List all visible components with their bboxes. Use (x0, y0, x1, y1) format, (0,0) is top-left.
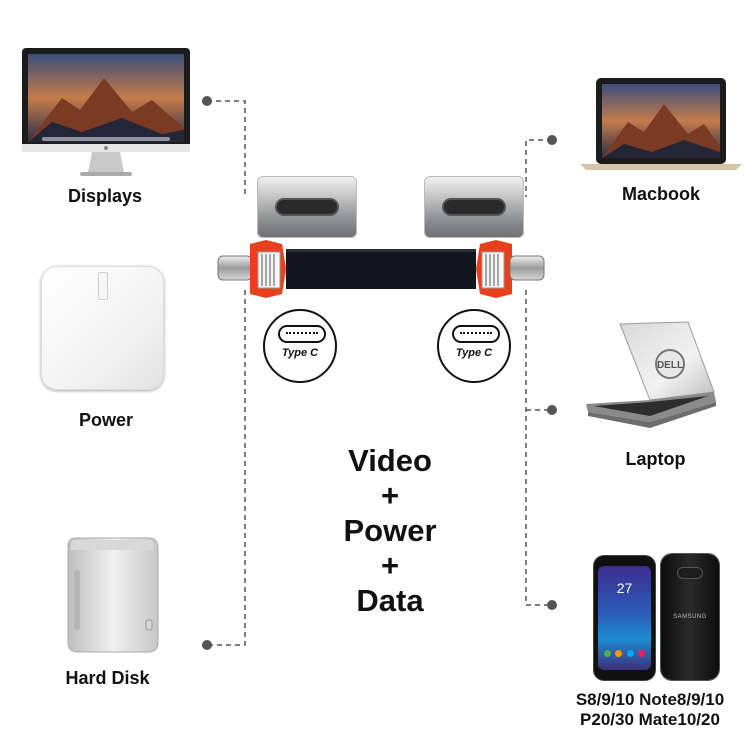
macbook-label: Macbook (621, 184, 700, 204)
phone-front-image: 27 (594, 556, 655, 680)
usb-c-port-slot (277, 200, 337, 214)
power-label: Power (78, 410, 134, 430)
power-adapter-prong (98, 272, 108, 300)
usb-c-outline-icon (452, 325, 500, 343)
app-icon (626, 650, 634, 657)
phone-back-image: SAMSUNG (661, 554, 719, 680)
port-closeup-right (424, 176, 524, 238)
camera-icon (678, 568, 702, 578)
usb-c-port-slot (444, 200, 504, 214)
feature-plus-2: + (380, 548, 400, 583)
app-icon (615, 650, 623, 657)
displays-label: Displays (67, 186, 143, 206)
type-c-badge-label: Type C (281, 347, 319, 359)
phone-app-row (604, 650, 645, 658)
hard-disk-image (67, 537, 159, 653)
usb-c-ribbon-cable (217, 240, 545, 298)
connector-dot-phones (547, 600, 557, 610)
type-c-badge-right: Type C (437, 309, 511, 383)
type-c-badge-label: Type C (455, 347, 493, 359)
feature-plus-1: + (380, 478, 400, 513)
laptop-label: Laptop (625, 449, 686, 469)
connector-dot-macbook (547, 135, 557, 145)
port-closeup-left (257, 176, 357, 238)
power-adapter-image (41, 266, 164, 390)
phone-brand-text: SAMSUNG (673, 614, 707, 620)
connector-dot-hard-disk (202, 640, 212, 650)
svg-text:DELL: DELL (657, 360, 683, 371)
display-monitor-image (22, 48, 190, 176)
app-icon (637, 650, 645, 657)
usb-c-outline-icon (278, 325, 326, 343)
app-icon (604, 650, 611, 657)
phone-clock-text: 27 (616, 580, 633, 596)
phones-models-line-1: S8/9/10 Note8/9/10 (575, 690, 725, 709)
phones-models-line-2: P20/30 Mate10/20 (580, 710, 720, 729)
feature-data: Data (356, 583, 424, 618)
connector-dot-displays (202, 96, 212, 106)
laptop-image: DELL (586, 321, 716, 428)
macbook-image (580, 78, 742, 170)
type-c-badge-left: Type C (263, 309, 337, 383)
feature-power: Power (343, 513, 437, 548)
phone-screen: 27 (598, 566, 651, 670)
connector-dot-laptop (547, 405, 557, 415)
hard-disk-label: Hard Disk (65, 668, 150, 688)
feature-video: Video (348, 443, 432, 478)
